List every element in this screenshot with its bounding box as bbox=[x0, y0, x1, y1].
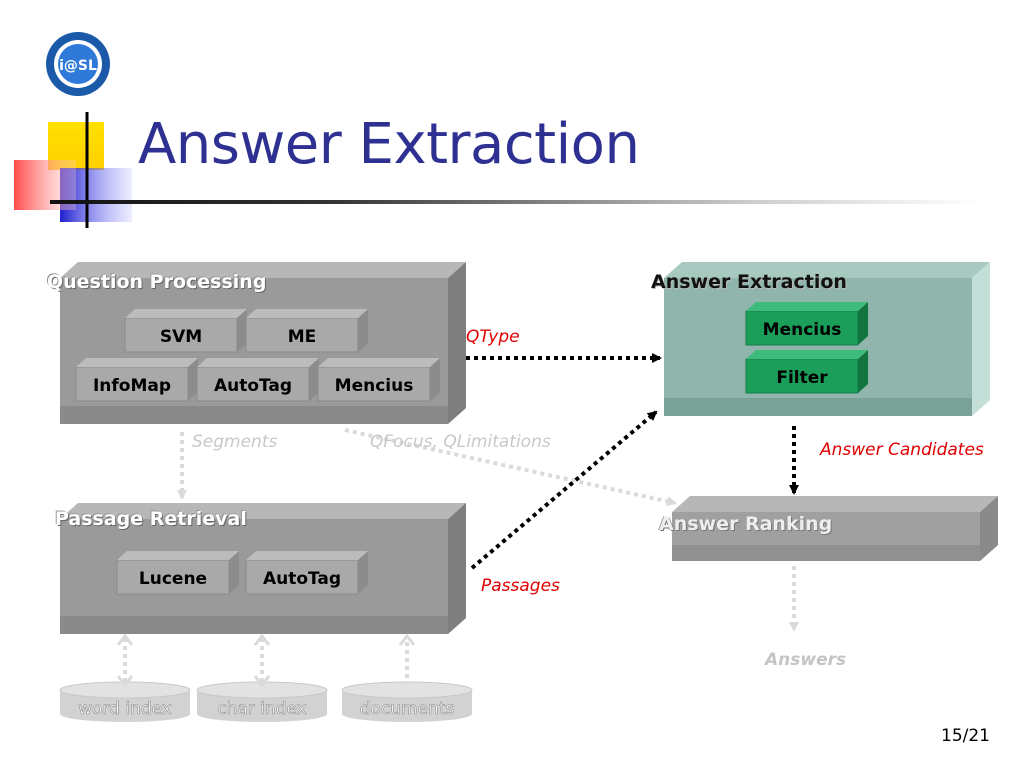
question-processing-title: Question Processing bbox=[47, 271, 267, 293]
database-documents: documents bbox=[341, 681, 473, 722]
logo: i@SL bbox=[44, 30, 112, 98]
answer-ranking-title: Answer Ranking bbox=[659, 513, 833, 535]
module-label: ME bbox=[288, 327, 317, 347]
passages-arrow bbox=[470, 410, 658, 570]
qtype-label: QType bbox=[466, 327, 520, 347]
slide-title: Answer Extraction bbox=[138, 112, 640, 177]
ae-module-mencius: Mencius bbox=[745, 302, 868, 346]
documents-link-head bbox=[398, 633, 416, 646]
database-label: word index bbox=[78, 699, 172, 719]
module-label: Filter bbox=[776, 368, 828, 388]
segments-label: Segments bbox=[192, 432, 278, 452]
title-divider bbox=[50, 200, 980, 204]
database-label: char index bbox=[217, 699, 306, 719]
module-label: AutoTag bbox=[214, 376, 292, 396]
database-word-index: word index bbox=[59, 681, 191, 722]
qfocus-arrow bbox=[344, 428, 677, 507]
qp-module-infomap: InfoMap bbox=[75, 358, 198, 402]
answer-extraction-title: Answer Extraction bbox=[651, 271, 847, 293]
module-label: AutoTag bbox=[263, 569, 341, 589]
qp-module-mencius: Mencius bbox=[317, 358, 440, 402]
answers-label: Answers bbox=[765, 650, 847, 670]
qp-module-autotag: AutoTag bbox=[196, 358, 319, 402]
qfocus-label: QFocus, QLimitations bbox=[370, 432, 551, 452]
char-index-link-heads bbox=[253, 633, 271, 688]
module-label: SVM bbox=[160, 327, 202, 347]
pr-module-autotag: AutoTag bbox=[245, 551, 368, 595]
qp-module-me: ME bbox=[245, 309, 368, 353]
module-label: Mencius bbox=[335, 376, 414, 396]
answer-ranking-box bbox=[672, 496, 998, 561]
logo-seal-icon: i@SL bbox=[46, 32, 110, 96]
module-label: Lucene bbox=[139, 569, 207, 589]
module-label: InfoMap bbox=[93, 376, 171, 396]
answer-candidates-label: Answer Candidates bbox=[820, 440, 984, 460]
pr-module-lucene: Lucene bbox=[116, 551, 239, 595]
qp-module-svm: SVM bbox=[124, 309, 247, 353]
ae-module-filter: Filter bbox=[745, 350, 868, 394]
database-char-index: char index bbox=[196, 681, 328, 722]
title-decoration bbox=[0, 110, 140, 230]
logo-text: i@SL bbox=[59, 58, 97, 74]
passages-label: Passages bbox=[481, 576, 560, 596]
passage-retrieval-title: Passage Retrieval bbox=[55, 508, 247, 530]
word-index-link-heads bbox=[116, 633, 134, 688]
database-label: documents bbox=[360, 699, 455, 719]
page-number: 15/21 bbox=[941, 726, 990, 746]
module-label: Mencius bbox=[763, 320, 842, 340]
